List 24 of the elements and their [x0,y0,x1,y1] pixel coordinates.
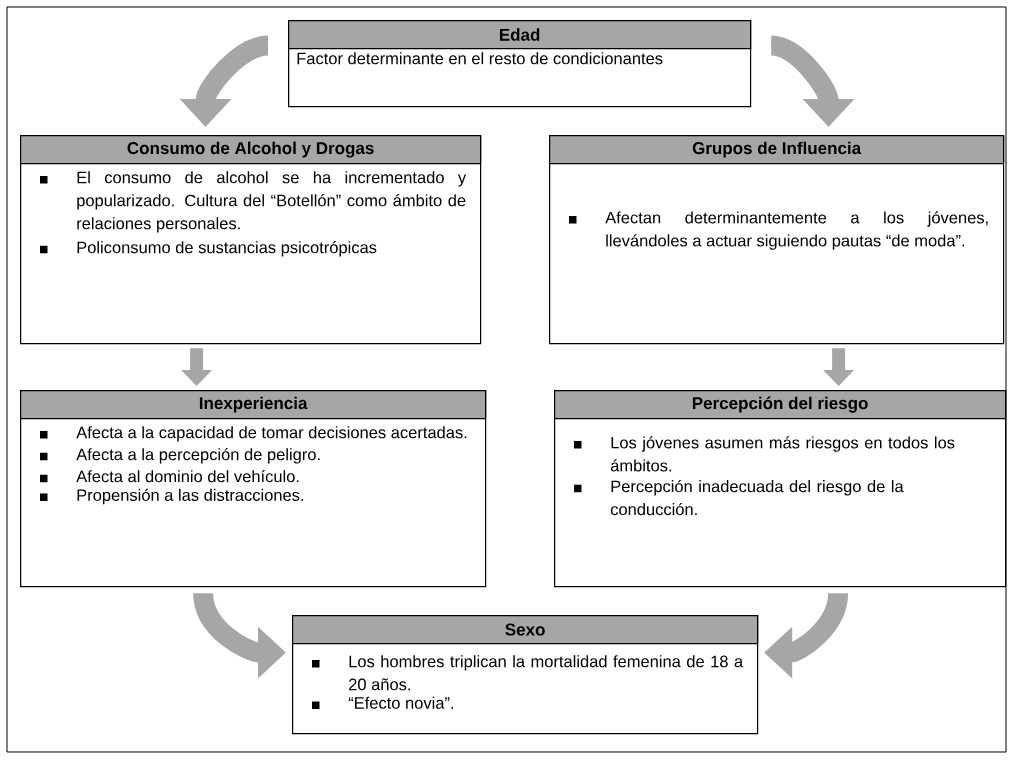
heading-band: Sexo [292,615,759,645]
bullet-item: Propensión a las distracciones. [40,488,303,505]
process-box [554,390,1007,588]
bullet-item: Los hombres triplican la mortalidad femenina de 18 a 20 años. [312,655,744,691]
bullet-item: Policonsumo de sustancias psicotrópicas [40,240,377,257]
bullet-item: Afecta a la percepción de peligro. [40,447,320,464]
heading-band: Edad [288,20,752,50]
process-box [288,20,752,108]
process-box [292,615,759,735]
process-box [549,135,1005,345]
heading-band: Percepción del riesgo [554,390,1007,420]
bullet-item: Los jóvenes asumen más riesgos en todos los ámbitos. [574,436,955,472]
body-text: Factor determinante en el resto de condicionantes [297,52,663,65]
heading-band: Consumo de Alcohol y Drogas [20,135,482,165]
bullet-item: Afecta a la capacidad de tomar decisiones acertadas. [40,426,467,442]
heading-band: Inexperiencia [20,390,487,420]
bullet-item: Afecta al dominio del vehículo. [40,469,299,483]
bullet-item: Afectan determinantemente a los jóvenes, llevándoles a actuar siguiendo pautas “de moda”. [569,211,988,250]
process-box [20,390,487,588]
bullet-item: “Efecto novia”. [312,696,454,709]
process-box [20,135,482,345]
heading-band: Grupos de Influencia [549,135,1005,165]
bullet-item: Percepción inadecuada del riesgo de la conducción. [574,479,904,516]
bullet-item: El consumo de alcohol se ha incrementado y popularizado. Cultura del “Botellón” como ámbito de relaciones personales. [40,171,467,233]
